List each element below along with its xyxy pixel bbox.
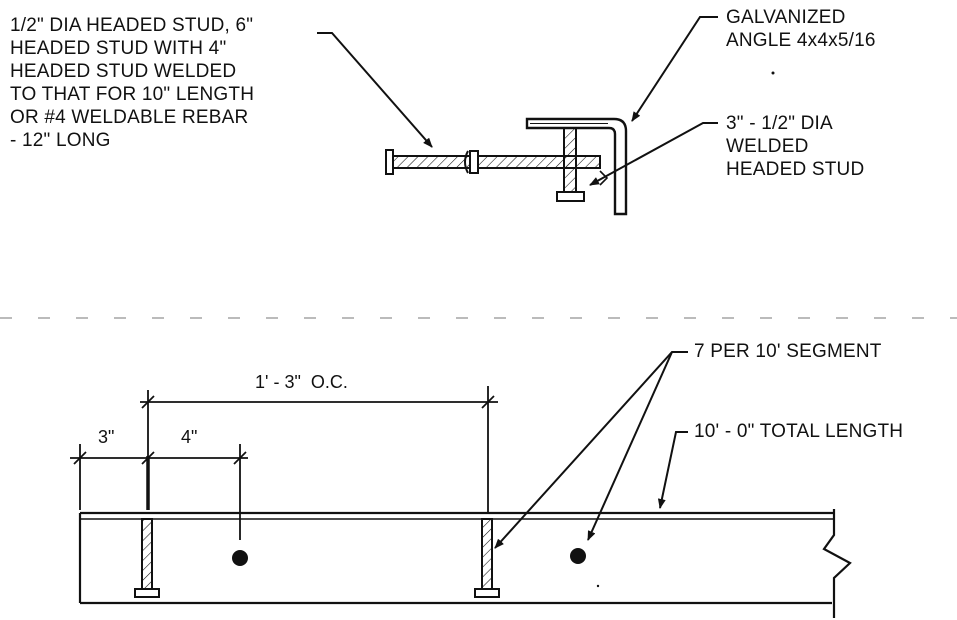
stud-option-line: - 12" LONG <box>10 130 111 151</box>
angle-elevation <box>78 509 852 618</box>
stud-option-line: 1/2" DIA HEADED STUD, 6" <box>10 15 254 36</box>
horizontal-anchor-bar <box>385 149 601 175</box>
upper-leaders <box>317 16 718 186</box>
end-offset-dimension: 3" <box>98 427 115 447</box>
angle-note-line: GALVANIZED <box>726 7 846 28</box>
elevation-stud-2 <box>474 518 500 598</box>
per-segment-note: 7 PER 10' SEGMENT <box>694 341 882 362</box>
lower-leaders <box>494 351 688 549</box>
angle-note-line: ANGLE 4x4x5/16 <box>726 30 876 51</box>
stagger-dimension: 4" <box>181 427 198 447</box>
total-length-note: 10' - 0" TOTAL LENGTH <box>694 421 904 442</box>
welded-stud-line: HEADED STUD <box>726 159 865 180</box>
vertical-welded-stud <box>556 127 585 202</box>
welded-stud-note: 3" - 1/2" DIA WELDED HEADED STUD <box>726 112 864 181</box>
angle-note: GALVANIZED ANGLE 4x4x5/16 <box>726 6 876 52</box>
stud-option-line: OR #4 WELDABLE REBAR <box>10 107 249 128</box>
dimension-lines <box>70 386 498 540</box>
welded-stud-line: 3" - 1/2" DIA <box>726 113 833 134</box>
rebar-dot-2 <box>570 548 586 564</box>
stud-option-line: HEADED STUD WELDED <box>10 61 237 82</box>
elevation-stud-1 <box>134 518 160 598</box>
galvanized-angle <box>525 117 628 216</box>
stud-option-line: TO THAT FOR 10" LENGTH <box>10 84 255 105</box>
spacing-dimension: 1' - 3" O.C. <box>255 372 348 392</box>
section-detail <box>385 117 628 216</box>
stud-option-line: HEADED STUD WITH 4" <box>10 38 227 59</box>
stud-option-note: 1/2" DIA HEADED STUD, 6" HEADED STUD WIT… <box>10 14 254 152</box>
rebar-dot-1 <box>232 550 248 566</box>
welded-stud-line: WELDED <box>726 136 809 157</box>
